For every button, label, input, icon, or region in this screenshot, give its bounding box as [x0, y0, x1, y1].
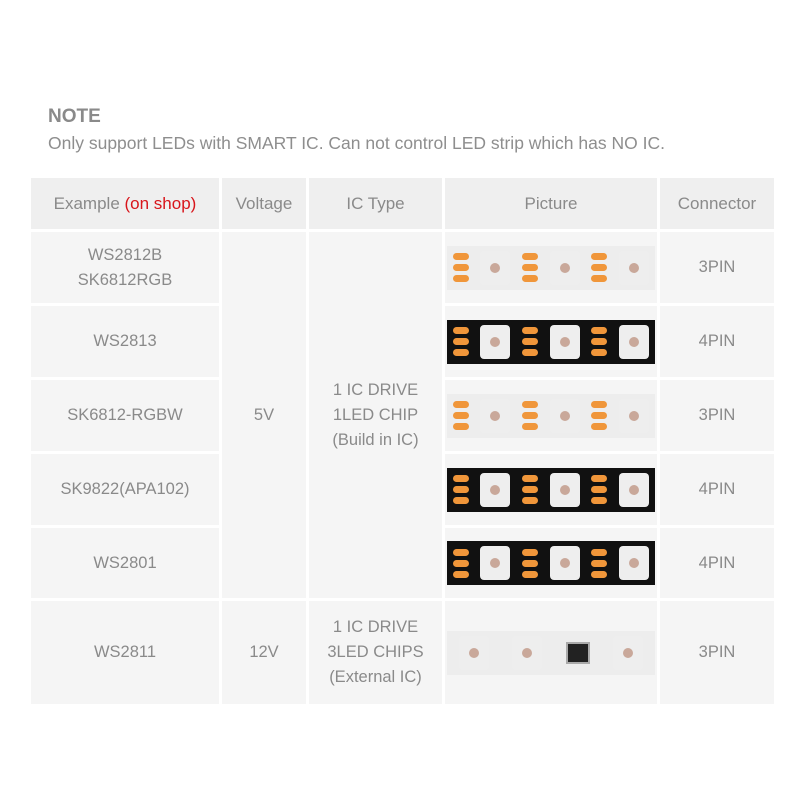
example-cell: SK6812-RGBW [31, 380, 219, 451]
led-strip-image [447, 541, 655, 585]
on-shop-label: (on shop) [124, 194, 197, 213]
led-chip [549, 472, 580, 507]
connector-cell: 3PIN [660, 232, 774, 303]
picture-cell [445, 528, 657, 598]
solder-pads [452, 475, 469, 504]
solder-pads [522, 401, 539, 430]
led-chip [613, 635, 644, 670]
ic-chip [565, 641, 590, 664]
led-chip [458, 635, 489, 670]
led-chip [549, 546, 580, 580]
example-cell: WS2811 [31, 601, 219, 704]
solder-pads [522, 327, 539, 356]
led-strip-image [447, 245, 655, 290]
connector-cell: 4PIN [660, 454, 774, 525]
led-chip [512, 635, 543, 670]
header-example-label: Example [53, 194, 120, 213]
ic-line: (External IC) [329, 668, 422, 686]
example-name: SK6812-RGBW [67, 406, 183, 424]
connector-cell: 3PIN [660, 601, 774, 704]
solder-pads [522, 548, 539, 578]
header-voltage: Voltage [222, 178, 306, 229]
led-strip-image [447, 467, 655, 512]
example-name: SK9822(APA102) [60, 480, 190, 498]
led-chip [549, 250, 580, 285]
led-strip-image [447, 393, 655, 438]
led-chip [480, 546, 511, 580]
solder-pads [452, 327, 469, 356]
led-chip [480, 324, 511, 359]
header-example: Example (on shop) [31, 178, 219, 229]
ic-line: 1LED CHIP [332, 405, 419, 424]
led-chip [619, 398, 650, 433]
example-name: SK6812RGB [77, 270, 173, 289]
ic-type-external: 1 IC DRIVE 3LED CHIPS (External IC) [309, 601, 442, 704]
example-name: WS2811 [93, 643, 157, 661]
connector-cell: 4PIN [660, 306, 774, 377]
led-comparison-table: Example (on shop) Voltage IC Type Pictur… [31, 178, 774, 704]
led-chip [480, 472, 511, 507]
solder-pads [452, 401, 469, 430]
connector-cell: 4PIN [660, 528, 774, 598]
ic-type-internal: 1 IC DRIVE 1LED CHIP (Build in IC) [309, 232, 442, 598]
led-chip [619, 324, 650, 359]
solder-pads [522, 253, 539, 282]
led-chip [619, 250, 650, 285]
led-chip [480, 398, 511, 433]
example-cell: WS2812B SK6812RGB [31, 232, 219, 303]
header-ic-type: IC Type [309, 178, 442, 229]
solder-pads [452, 548, 469, 578]
led-chip [549, 324, 580, 359]
example-name: WS2813 [93, 332, 157, 350]
solder-pads [591, 548, 608, 578]
led-strip-image [447, 319, 655, 364]
header-picture: Picture [445, 178, 657, 229]
solder-pads [591, 401, 608, 430]
example-cell: WS2801 [31, 528, 219, 598]
picture-cell [445, 232, 657, 303]
ic-line: 1 IC DRIVE [332, 618, 419, 636]
led-chip [480, 250, 511, 285]
solder-pads [591, 475, 608, 504]
led-chip [619, 472, 650, 507]
ic-line: (Build in IC) [332, 430, 419, 449]
example-cell: WS2813 [31, 306, 219, 377]
ic-line: 3LED CHIPS [327, 643, 424, 661]
led-strip-image [447, 630, 655, 675]
picture-cell [445, 306, 657, 377]
note-text: Only support LEDs with SMART IC. Can not… [48, 133, 665, 153]
picture-cell [445, 380, 657, 451]
header-connector: Connector [660, 178, 774, 229]
solder-pads [591, 253, 608, 282]
solder-pads [522, 475, 539, 504]
voltage-5v: 5V [222, 232, 306, 598]
connector-cell: 3PIN [660, 380, 774, 451]
note-title: NOTE [48, 106, 101, 127]
led-chip [619, 546, 650, 580]
example-name: WS2812B [87, 245, 163, 264]
ic-line: 1 IC DRIVE [332, 380, 419, 399]
solder-pads [591, 327, 608, 356]
solder-pads [452, 253, 469, 282]
example-name: WS2801 [93, 553, 157, 572]
led-chip [549, 398, 580, 433]
example-cell: SK9822(APA102) [31, 454, 219, 525]
picture-cell [445, 601, 657, 704]
picture-cell [445, 454, 657, 525]
voltage-12v: 12V [222, 601, 306, 704]
